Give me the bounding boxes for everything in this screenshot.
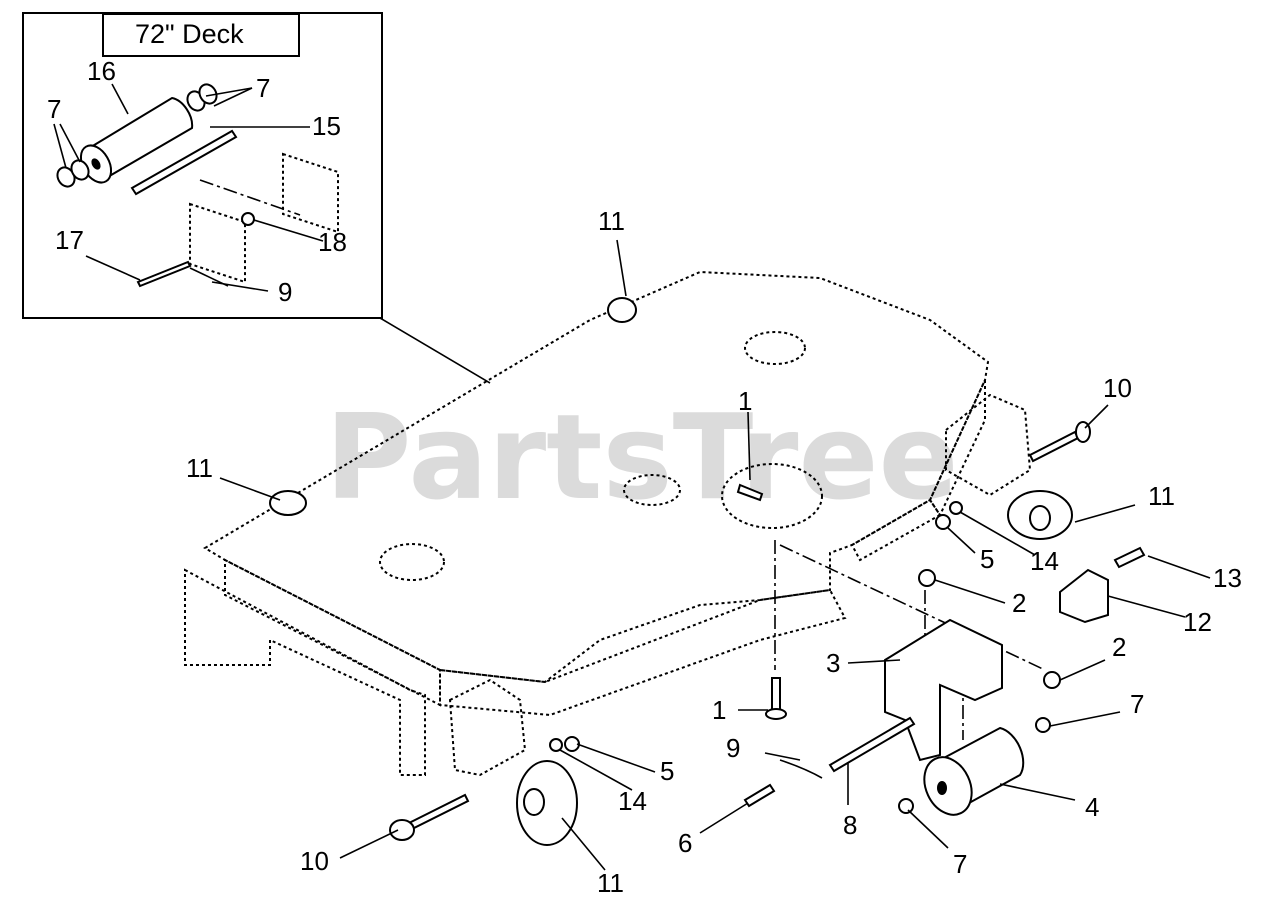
- cotter-pin-9: [779, 759, 823, 779]
- nut-2-top: [918, 569, 936, 587]
- leader-lines: [219, 239, 1211, 871]
- nut-5-rear: [935, 514, 951, 530]
- callout-7-right: 7: [256, 73, 270, 103]
- caster-wheel-back-top: [607, 297, 637, 323]
- spindle-hole-center: [623, 474, 681, 506]
- nut-18: [241, 212, 255, 226]
- callout-8: 8: [843, 810, 857, 840]
- caster-wheel-back-right: [1007, 490, 1073, 540]
- caster-wheel-back-left: [269, 490, 307, 516]
- washer-7-right: [1035, 717, 1051, 733]
- washer-14-front: [549, 738, 563, 752]
- callout-9-inset: 9: [278, 277, 292, 307]
- watermark: PartsTree: [325, 388, 959, 526]
- roller-16: [79, 96, 194, 184]
- screw-13: [1113, 546, 1146, 569]
- caster-wheel-front: [516, 760, 578, 846]
- callout-16: 16: [87, 56, 116, 86]
- mount-plate-circle: [721, 463, 823, 529]
- bolt-1-top: [736, 483, 764, 502]
- callout-14-front: 14: [618, 786, 647, 816]
- callout-5-front: 5: [660, 756, 674, 786]
- washers-7-right: [186, 83, 218, 112]
- inset-title: 72" Deck: [135, 19, 244, 49]
- bolt-17: [136, 260, 192, 288]
- callout-13: 13: [1213, 563, 1242, 593]
- callout-6: 6: [678, 828, 692, 858]
- callout-7-left: 7: [47, 94, 61, 124]
- callout-17: 17: [55, 225, 84, 255]
- inset-72-deck: 72" Deck: [22, 12, 383, 319]
- washer-14-rear: [949, 501, 963, 515]
- bolt-10-front: [389, 793, 470, 841]
- callout-7-washer-bottom: 7: [953, 849, 967, 879]
- spindle-hole-left: [379, 543, 445, 581]
- callout-10-right: 10: [1103, 373, 1132, 403]
- callout-7-washer-right: 7: [1130, 689, 1144, 719]
- bolt-10-right: [1028, 421, 1091, 463]
- plate-12: [1059, 568, 1109, 624]
- nut-2-bottom: [1043, 671, 1061, 689]
- callouts: 16 7 7 15 18 17 9 11 11 11 11 10 10 1 1 …: [47, 56, 1242, 898]
- inset-bracket-left: [189, 202, 246, 284]
- washers-7-left: [56, 159, 90, 188]
- washer-7-bottom: [898, 798, 914, 814]
- callout-2-top: 2: [1012, 588, 1026, 618]
- callout-14-rear: 14: [1030, 546, 1059, 576]
- roller-4: [923, 726, 1025, 816]
- inset-bracket-right: [282, 152, 339, 234]
- callout-10-bottom: 10: [300, 846, 329, 876]
- callout-15: 15: [312, 111, 341, 141]
- axle-8: [828, 716, 916, 773]
- callout-2-bottom: 2: [1112, 632, 1126, 662]
- callout-12: 12: [1183, 607, 1212, 637]
- bolt-6: [743, 783, 776, 808]
- bolt-1-bottom: [765, 677, 787, 720]
- callout-11-bottom: 11: [597, 868, 624, 898]
- front-bracket: [448, 678, 527, 777]
- callout-3: 3: [826, 648, 840, 678]
- callout-11-left: 11: [186, 453, 213, 483]
- rear-bracket: [945, 393, 1032, 497]
- callout-11-top: 11: [598, 206, 625, 236]
- callout-4: 4: [1085, 792, 1099, 822]
- callout-1-top: 1: [738, 386, 752, 416]
- callout-5-rear: 5: [980, 544, 994, 574]
- callout-9: 9: [726, 733, 740, 763]
- mower-deck: [184, 270, 1046, 777]
- callout-1-bottom: 1: [712, 695, 726, 725]
- axle-15: [130, 129, 238, 196]
- callout-18: 18: [318, 227, 347, 257]
- inset-title-box: [102, 13, 300, 57]
- nut-5-front: [564, 736, 580, 752]
- callout-11-right: 11: [1148, 481, 1175, 511]
- spindle-hole-right: [744, 331, 806, 365]
